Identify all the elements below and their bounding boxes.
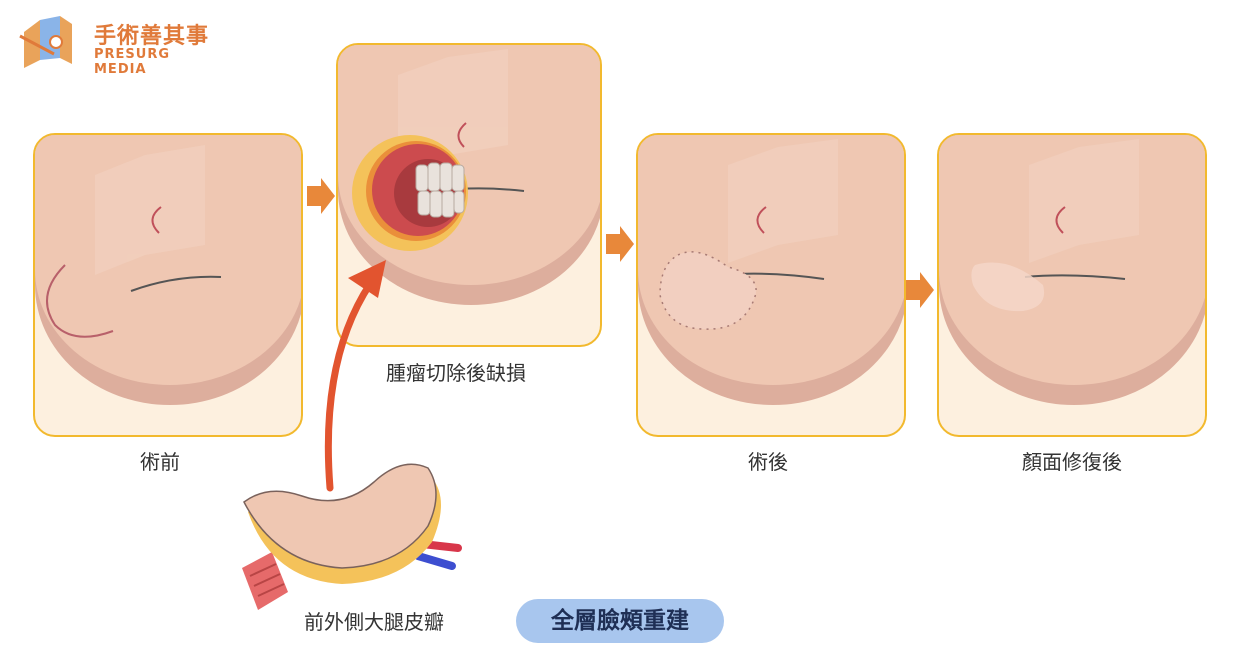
arrow-right-icon [606, 226, 634, 262]
brand-logo: 手術善其事 PRESURG MEDIA [16, 14, 216, 77]
logo-name-en: PRESURG MEDIA [94, 47, 171, 77]
anterolateral-thigh-flap [232, 452, 472, 622]
caption-flap: 前外側大腿皮瓣 [304, 610, 444, 634]
arrow-right-icon [906, 272, 934, 308]
caption-face-repaired: 顏面修復後 [1022, 450, 1122, 474]
panel-face-repaired [937, 133, 1207, 437]
panel-pre-op [33, 133, 303, 437]
arrow-right-icon [307, 178, 335, 214]
caption-pre-op: 術前 [140, 450, 180, 474]
logo-name-cn: 手術善其事 [94, 24, 210, 49]
caption-tumor-excision: 腫瘤切除後缺損 [386, 361, 526, 385]
panel-post-op [636, 133, 906, 437]
title-badge: 全層臉頰重建 [516, 599, 724, 643]
transfer-arrow-icon [324, 260, 386, 492]
panel-tumor-excision [336, 43, 602, 347]
book-scalpel-logo-icon [19, 16, 72, 68]
caption-post-op: 術後 [748, 450, 788, 474]
